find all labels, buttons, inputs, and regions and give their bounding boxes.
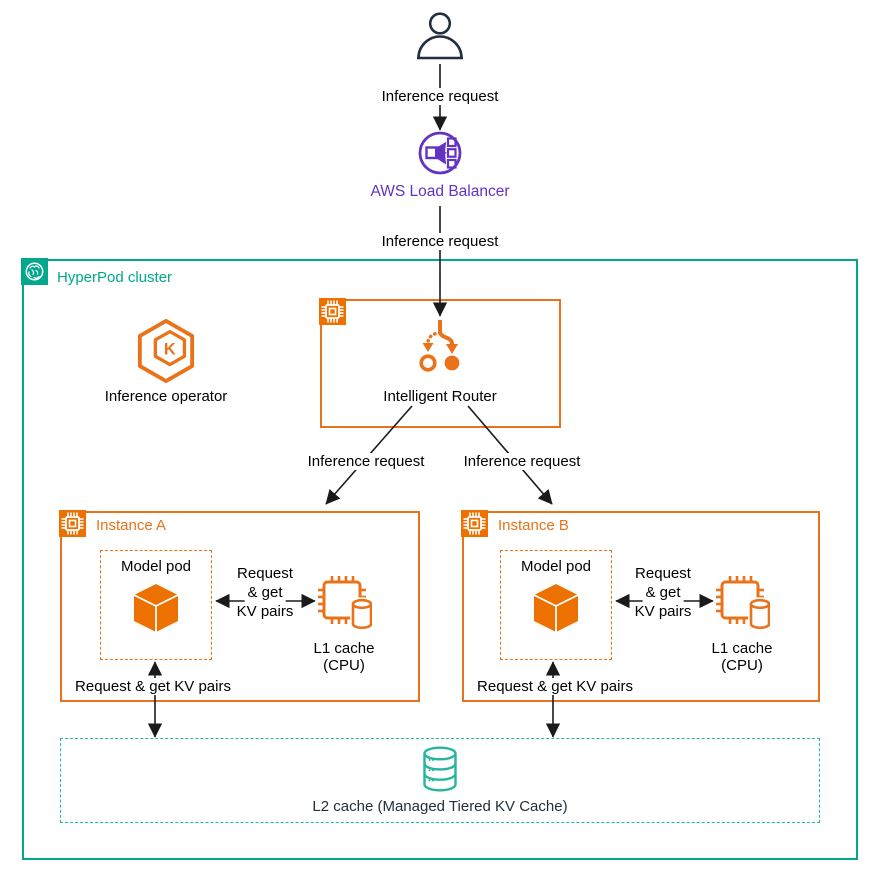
l2-edge-a-label: Request & get KV pairs — [71, 678, 235, 695]
kv-edge-a-label: Request & get KV pairs — [233, 564, 297, 621]
model-pod-a-label: Model pod — [120, 558, 192, 575]
hyperpod-cluster-label: HyperPod cluster — [57, 269, 173, 286]
intelligent-router-label: Intelligent Router — [383, 388, 497, 405]
l1-cache-b-label: L1 cache (CPU) — [711, 640, 773, 674]
edge-label-lb-to-router: Inference request — [377, 233, 503, 250]
user-icon — [417, 12, 463, 60]
l2-edge-b-label: Request & get KV pairs — [473, 678, 637, 695]
kv-edge-b-label: Request & get KV pairs — [631, 564, 695, 621]
l1-cache-a-label: L1 cache (CPU) — [313, 640, 375, 674]
instance-a-label: Instance A — [96, 517, 167, 534]
hyperpod-cluster-icon — [21, 258, 48, 285]
model-pod-a-box — [100, 550, 212, 660]
cpu-cache-icon — [714, 574, 770, 632]
model-pod-b-box — [500, 550, 612, 660]
model-pod-b-label: Model pod — [520, 558, 592, 575]
instance-a-box — [60, 511, 420, 702]
cpu-cache-icon — [318, 576, 372, 631]
chip-icon — [59, 510, 86, 537]
load-balancer-label: AWS Load Balancer — [370, 183, 510, 200]
svg-text:K: K — [164, 340, 176, 358]
edge-label-router-to-b: Inference request — [459, 453, 585, 470]
database-icon — [423, 746, 457, 792]
container-cube-icon — [134, 584, 178, 632]
load-balancer-icon — [418, 131, 462, 175]
edge-label-user-to-lb: Inference request — [377, 88, 503, 105]
inference-operator-label: Inference operator — [104, 388, 228, 405]
l2-cache-box — [60, 738, 820, 823]
instance-b-box — [462, 511, 820, 702]
intelligent-router-icon — [419, 320, 460, 372]
kubernetes-operator-icon: K — [137, 319, 195, 383]
chip-icon — [319, 298, 346, 325]
chip-icon — [461, 510, 488, 537]
edge-label-router-to-a: Inference request — [303, 453, 429, 470]
container-cube-icon — [534, 584, 578, 632]
instance-b-label: Instance B — [498, 517, 569, 534]
l2-cache-label: L2 cache (Managed Tiered KV Cache) — [312, 798, 568, 815]
